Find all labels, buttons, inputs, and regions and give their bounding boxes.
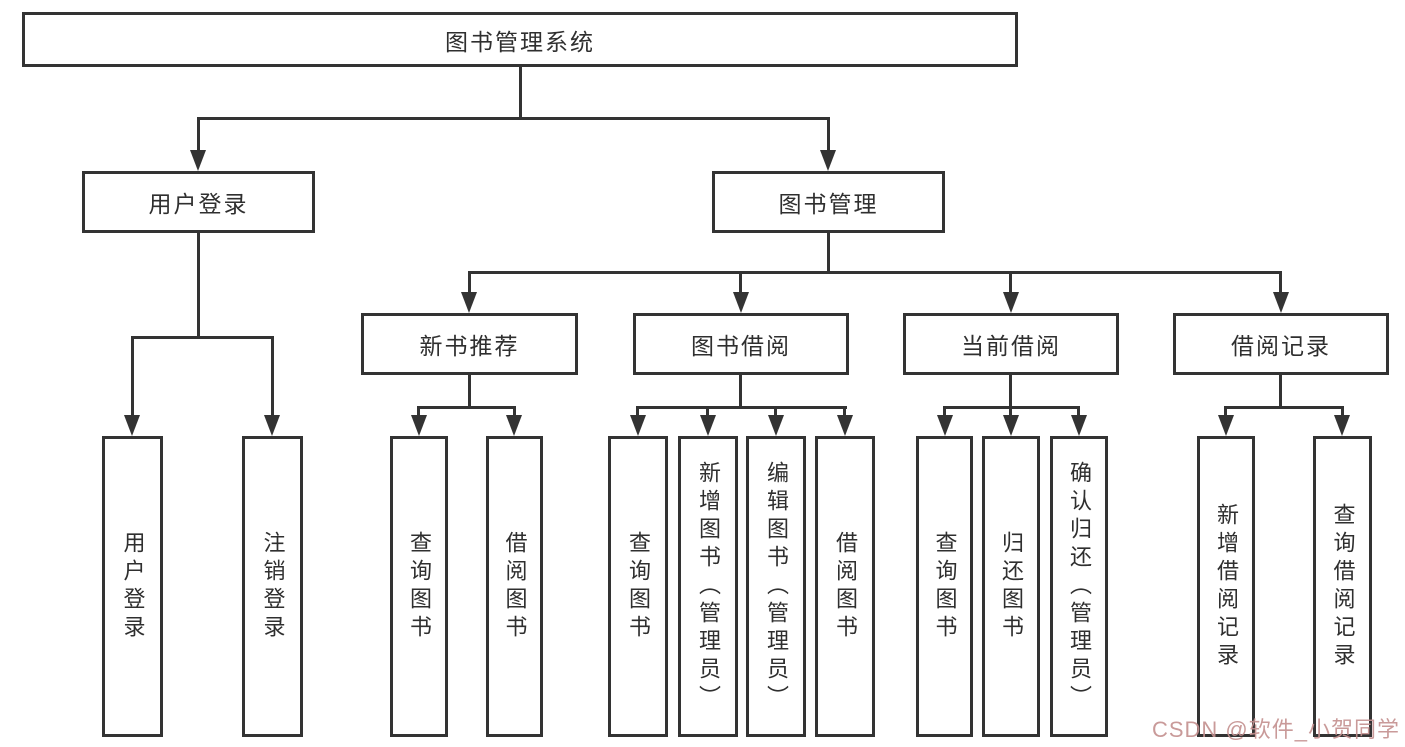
arrow-down-icon xyxy=(190,150,206,171)
arrow-down-icon xyxy=(733,292,749,313)
node-user-login-branch: 用户登录 xyxy=(82,171,315,233)
arrow-down-icon xyxy=(820,150,836,171)
leaf-edit-books-admin: 编辑图书（管理员） xyxy=(746,436,806,737)
arrow-down-icon xyxy=(461,292,477,313)
leaf-label: 借阅图书 xyxy=(502,530,528,643)
connector-line xyxy=(197,117,200,153)
leaf-add-books-admin: 新增图书（管理员） xyxy=(678,436,738,737)
csdn-watermark: CSDN @软件_小贺同学 xyxy=(1151,717,1400,742)
arrow-down-icon xyxy=(700,415,716,436)
connector-line xyxy=(513,406,516,417)
arrow-down-icon xyxy=(937,415,953,436)
arrow-down-icon xyxy=(124,415,140,436)
leaf-label: 新增图书（管理员） xyxy=(696,460,721,713)
connector-line xyxy=(636,406,639,417)
node-label: 用户登录 xyxy=(148,191,249,217)
arrow-down-icon xyxy=(1334,415,1350,436)
connector-line xyxy=(468,271,471,295)
connector-line xyxy=(706,406,709,417)
node-current-borrow: 当前借阅 xyxy=(903,313,1119,375)
connector-line xyxy=(131,336,134,417)
connector-line xyxy=(739,271,742,295)
leaf-label: 新增借阅记录 xyxy=(1214,502,1239,671)
connector-line xyxy=(1077,406,1080,417)
connector-line xyxy=(1279,271,1282,295)
arrow-down-icon xyxy=(768,415,784,436)
leaf-label: 编辑图书（管理员） xyxy=(764,460,789,713)
node-label: 借阅记录 xyxy=(1231,333,1331,359)
arrow-down-icon xyxy=(1218,415,1234,436)
connector-line xyxy=(636,406,847,409)
node-root-label: 图书管理系统 xyxy=(445,28,595,55)
leaf-label: 借阅图书 xyxy=(833,530,858,643)
leaf-return-books: 归还图书 xyxy=(982,436,1040,737)
node-label: 当前借阅 xyxy=(961,333,1061,359)
node-label: 图书借阅 xyxy=(691,333,791,359)
leaf-label: 查询图书 xyxy=(626,530,651,643)
leaf-logout: 注销登录 xyxy=(242,436,303,737)
connector-line xyxy=(417,406,516,409)
arrow-down-icon xyxy=(264,415,280,436)
connector-line xyxy=(739,374,742,408)
connector-line xyxy=(468,271,1282,274)
connector-line xyxy=(943,406,946,417)
node-root: 图书管理系统 xyxy=(22,12,1018,67)
node-label: 新书推荐 xyxy=(419,333,520,359)
arrow-down-icon xyxy=(837,415,853,436)
node-borrow-records: 借阅记录 xyxy=(1173,313,1389,375)
connector-line xyxy=(1224,406,1344,409)
arrow-down-icon xyxy=(1003,292,1019,313)
node-new-book-recommend: 新书推荐 xyxy=(361,313,578,375)
arrow-down-icon xyxy=(1071,415,1087,436)
leaf-query-books-recommend: 查询图书 xyxy=(390,436,448,737)
connector-line xyxy=(417,406,420,417)
leaf-query-books-borrow: 查询图书 xyxy=(608,436,668,737)
connector-line xyxy=(131,336,274,339)
connector-line xyxy=(843,406,846,417)
leaf-user-login: 用户登录 xyxy=(102,436,163,737)
connector-line xyxy=(1009,406,1012,417)
arrow-down-icon xyxy=(630,415,646,436)
connector-line xyxy=(271,336,274,417)
arrow-down-icon xyxy=(506,415,522,436)
node-book-borrow: 图书借阅 xyxy=(633,313,849,375)
leaf-confirm-return-admin: 确认归还（管理员） xyxy=(1050,436,1108,737)
connector-line xyxy=(1009,374,1012,408)
connector-line xyxy=(827,233,830,274)
connector-line xyxy=(774,406,777,417)
connector-line xyxy=(1224,406,1227,417)
connector-line xyxy=(1009,271,1012,295)
leaf-label: 确认归还（管理员） xyxy=(1067,460,1092,713)
leaf-label: 查询借阅记录 xyxy=(1330,502,1356,671)
node-label: 图书管理 xyxy=(778,191,879,217)
leaf-label: 查询图书 xyxy=(932,530,958,643)
leaf-borrow-books-recommend: 借阅图书 xyxy=(486,436,543,737)
connector-line xyxy=(827,117,830,153)
connector-line xyxy=(468,374,471,408)
arrow-down-icon xyxy=(1273,292,1289,313)
leaf-label: 用户登录 xyxy=(120,530,146,643)
leaf-query-borrow-record: 查询借阅记录 xyxy=(1313,436,1372,737)
connector-line xyxy=(1279,374,1282,408)
leaf-add-borrow-record: 新增借阅记录 xyxy=(1197,436,1255,737)
leaf-label: 注销登录 xyxy=(260,530,286,643)
connector-line xyxy=(1341,406,1344,417)
leaf-borrow-books: 借阅图书 xyxy=(815,436,875,737)
connector-line xyxy=(197,117,830,120)
leaf-query-books-current: 查询图书 xyxy=(916,436,973,737)
node-book-management: 图书管理 xyxy=(712,171,945,233)
arrow-down-icon xyxy=(411,415,427,436)
leaf-label: 归还图书 xyxy=(999,530,1024,643)
leaf-label: 查询图书 xyxy=(407,530,432,643)
arrow-down-icon xyxy=(1003,415,1019,436)
connector-line xyxy=(197,233,200,338)
connector-line xyxy=(519,67,522,119)
